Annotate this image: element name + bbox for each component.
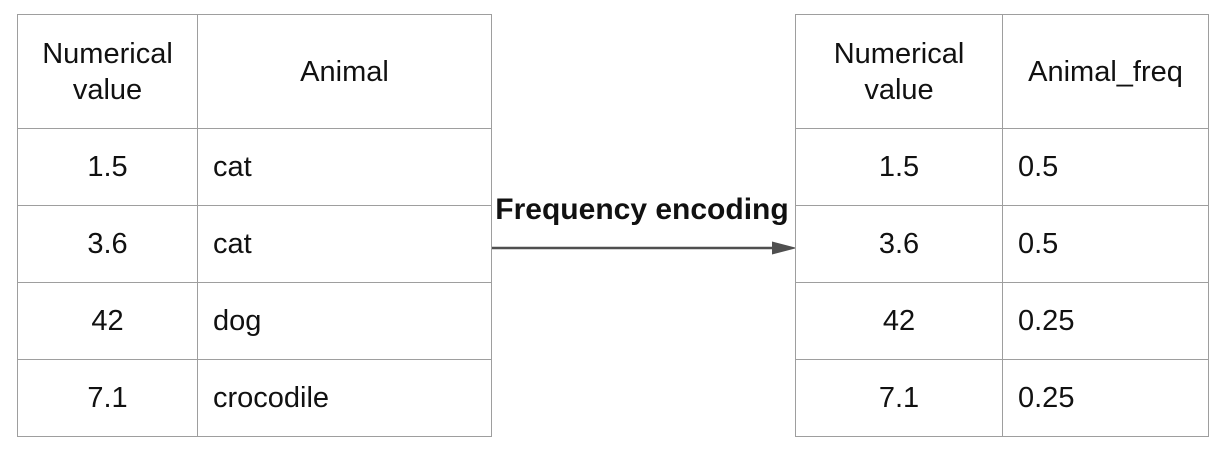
output-table-header-numerical-value: Numerical value <box>795 14 1003 129</box>
table-row: 1.5 cat <box>17 128 492 206</box>
input-animal-cell: crocodile <box>197 359 492 437</box>
output-numerical-value-cell: 42 <box>795 282 1003 360</box>
output-table-header-row: Numerical value Animal_freq <box>795 14 1209 129</box>
input-table-header-row: Numerical value Animal <box>17 14 492 129</box>
input-numerical-value-cell: 3.6 <box>17 205 198 283</box>
table-row: 42 0.25 <box>795 282 1209 360</box>
input-numerical-value-cell: 42 <box>17 282 198 360</box>
input-table-header-numerical-value: Numerical value <box>17 14 198 129</box>
output-table: Numerical value Animal_freq 1.5 0.5 3.6 … <box>795 14 1209 437</box>
input-numerical-value-cell: 7.1 <box>17 359 198 437</box>
output-table-header-animal-freq: Animal_freq <box>1002 14 1209 129</box>
input-table: Numerical value Animal 1.5 cat 3.6 cat 4… <box>17 14 492 437</box>
output-animal-freq-cell: 0.5 <box>1002 128 1209 206</box>
output-numerical-value-cell: 7.1 <box>795 359 1003 437</box>
table-row: 1.5 0.5 <box>795 128 1209 206</box>
input-animal-cell: dog <box>197 282 492 360</box>
output-numerical-value-cell: 1.5 <box>795 128 1003 206</box>
table-row: 3.6 cat <box>17 205 492 283</box>
input-numerical-value-cell: 1.5 <box>17 128 198 206</box>
table-row: 7.1 crocodile <box>17 359 492 437</box>
table-row: 3.6 0.5 <box>795 205 1209 283</box>
output-animal-freq-cell: 0.25 <box>1002 282 1209 360</box>
output-animal-freq-cell: 0.25 <box>1002 359 1209 437</box>
table-row: 42 dog <box>17 282 492 360</box>
input-animal-cell: cat <box>197 205 492 283</box>
frequency-encoding-label: Frequency encoding <box>495 193 789 226</box>
input-table-header-animal: Animal <box>197 14 492 129</box>
input-animal-cell: cat <box>197 128 492 206</box>
output-animal-freq-cell: 0.5 <box>1002 205 1209 283</box>
output-numerical-value-cell: 3.6 <box>795 205 1003 283</box>
table-row: 7.1 0.25 <box>795 359 1209 437</box>
arrow-right-icon <box>492 241 797 255</box>
